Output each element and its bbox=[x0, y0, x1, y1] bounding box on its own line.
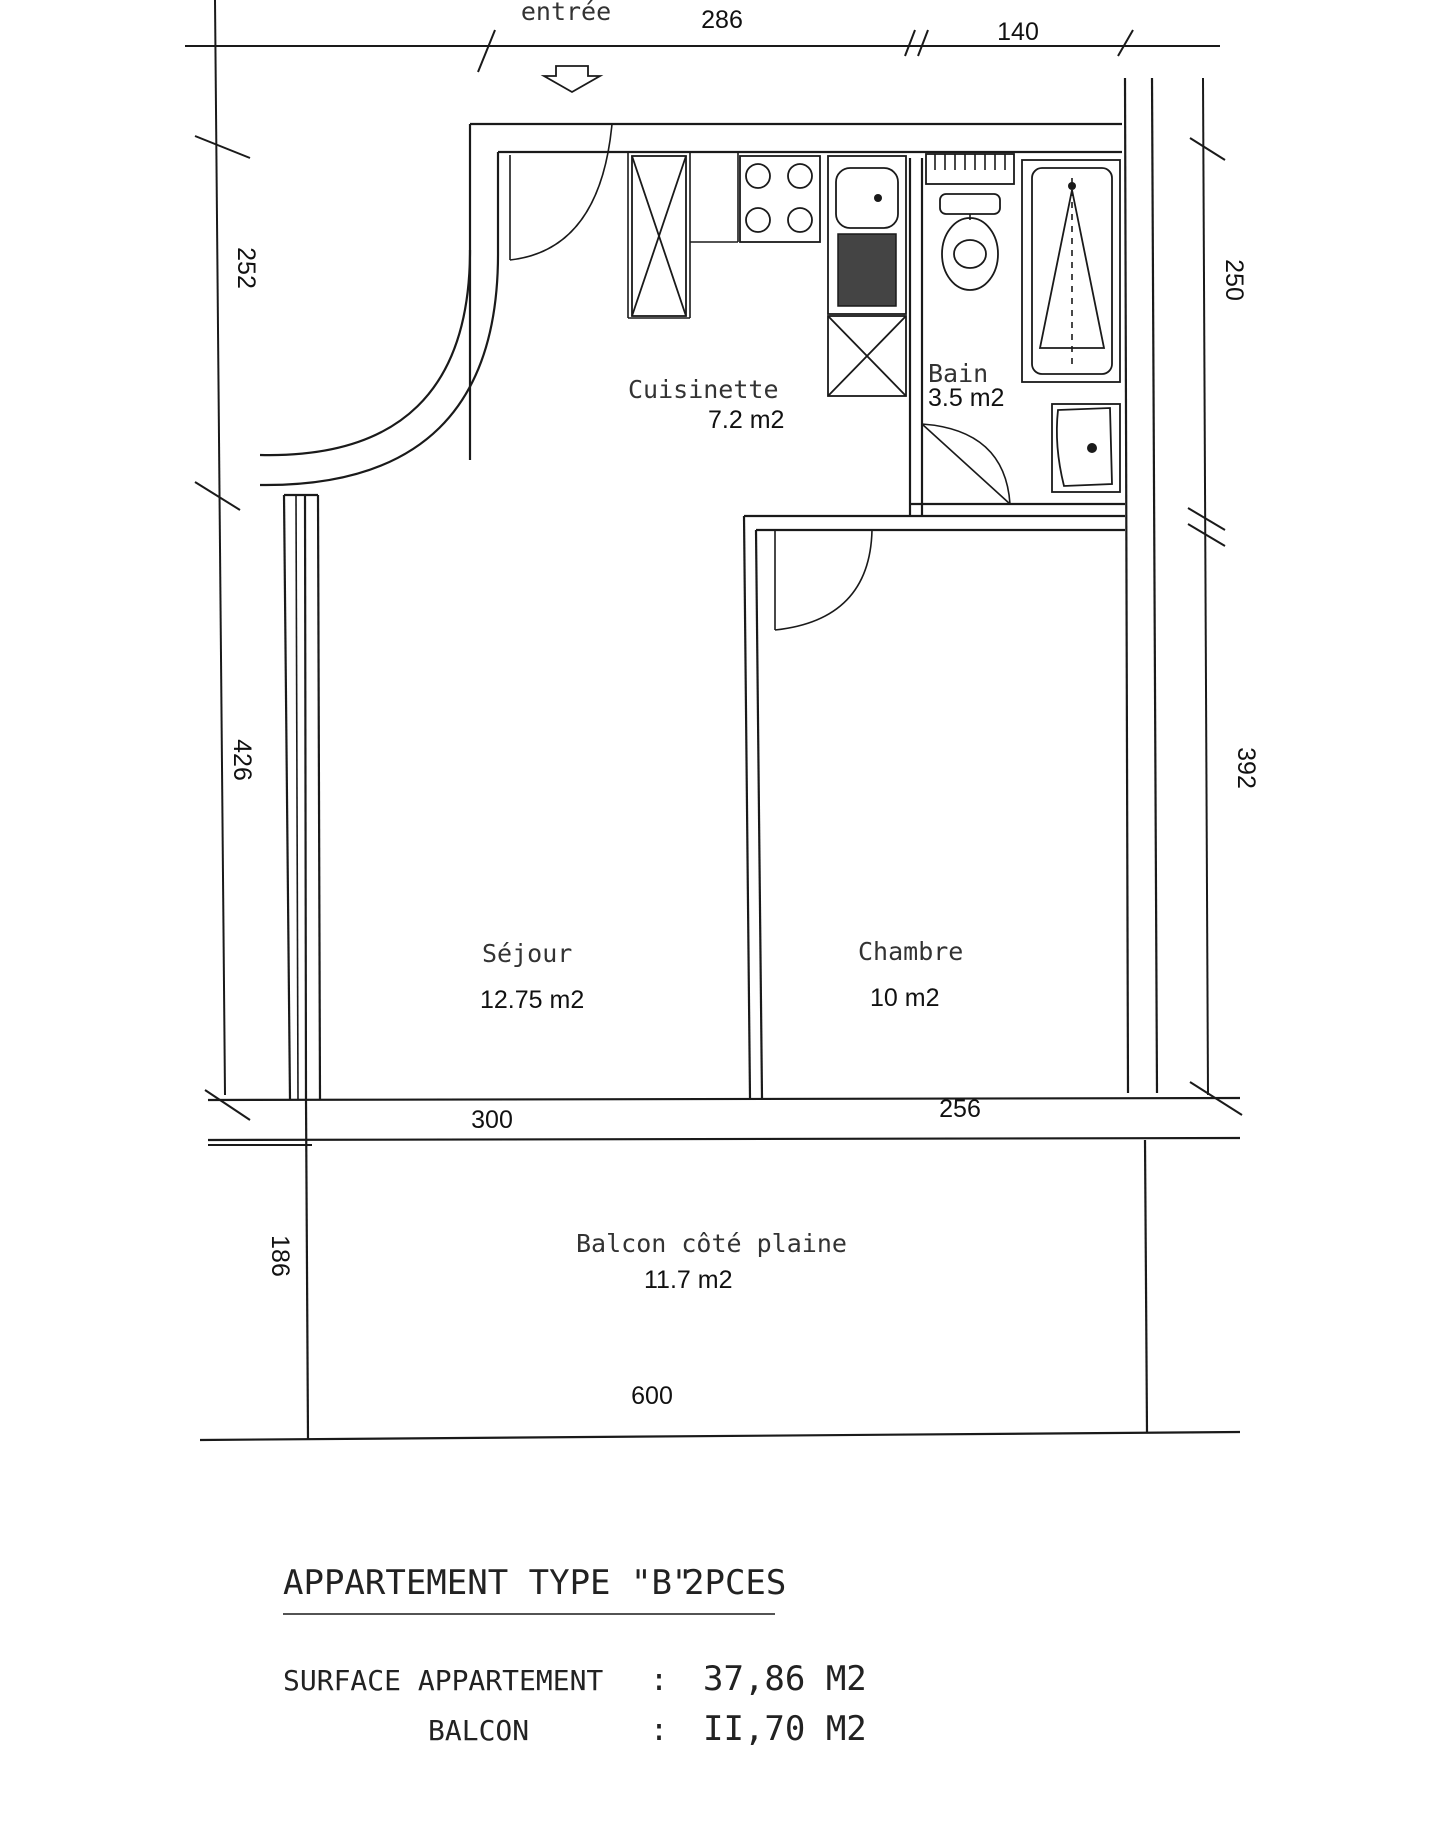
title-block: APPARTEMENT TYPE "B" 2PCES SURFACE APPAR… bbox=[283, 1563, 867, 1749]
balcony-summary-separator: : bbox=[650, 1713, 668, 1748]
dim-balcony-width: 600 bbox=[631, 1382, 673, 1410]
surface-separator: : bbox=[650, 1663, 668, 1698]
entrance-label: entrée bbox=[521, 0, 611, 26]
footer-rooms: 2PCES bbox=[684, 1563, 786, 1603]
bath-name: Bain bbox=[928, 359, 988, 388]
kitchen-area: 7.2 m2 bbox=[708, 406, 784, 434]
bathtub-icon bbox=[1021, 159, 1121, 383]
walls bbox=[199, 77, 1241, 1442]
bath-door bbox=[921, 423, 1011, 505]
dim-top-left: 286 bbox=[701, 6, 743, 34]
dim-balcony-depth: 186 bbox=[266, 1235, 294, 1277]
kitchen-sink-icon bbox=[827, 155, 907, 315]
dim-right-upper: 250 bbox=[1220, 259, 1248, 301]
balcony-area: 11.7 m2 bbox=[644, 1266, 732, 1294]
balcony-name: Balcon côté plaine bbox=[576, 1229, 847, 1258]
entrance-arrow-icon bbox=[540, 65, 604, 94]
kitchen-name: Cuisinette bbox=[628, 375, 779, 404]
washbasin-icon bbox=[1051, 403, 1121, 493]
dim-bottom-left: 300 bbox=[471, 1106, 513, 1134]
footer-title: APPARTEMENT TYPE "B" bbox=[283, 1563, 692, 1603]
kitchen-base-unit-icon bbox=[827, 315, 907, 397]
dimension-lines bbox=[185, 0, 1243, 1146]
balcony-summary-label: BALCON bbox=[428, 1714, 529, 1747]
dim-right-lower: 392 bbox=[1232, 747, 1260, 789]
doors bbox=[259, 123, 1011, 631]
surface-value: 37,86 M2 bbox=[703, 1659, 867, 1699]
living-area: 12.75 m2 bbox=[480, 986, 584, 1014]
toilet-icon bbox=[939, 193, 1001, 291]
cooktop-icon bbox=[739, 155, 821, 243]
bedroom-area: 10 m2 bbox=[870, 984, 939, 1012]
balcony-summary-value: II,70 M2 bbox=[703, 1709, 867, 1749]
living-name: Séjour bbox=[482, 939, 572, 968]
dim-top-right: 140 bbox=[997, 18, 1039, 46]
dim-left-upper: 252 bbox=[232, 247, 260, 289]
kitchen-cupboard-icon bbox=[631, 155, 687, 317]
surface-label: SURFACE APPARTEMENT bbox=[283, 1664, 603, 1697]
ventilation-shaft-icon bbox=[925, 153, 1015, 185]
dim-left-lower: 426 bbox=[228, 739, 256, 781]
bath-area: 3.5 m2 bbox=[928, 384, 1004, 412]
bedroom-name: Chambre bbox=[858, 937, 963, 966]
